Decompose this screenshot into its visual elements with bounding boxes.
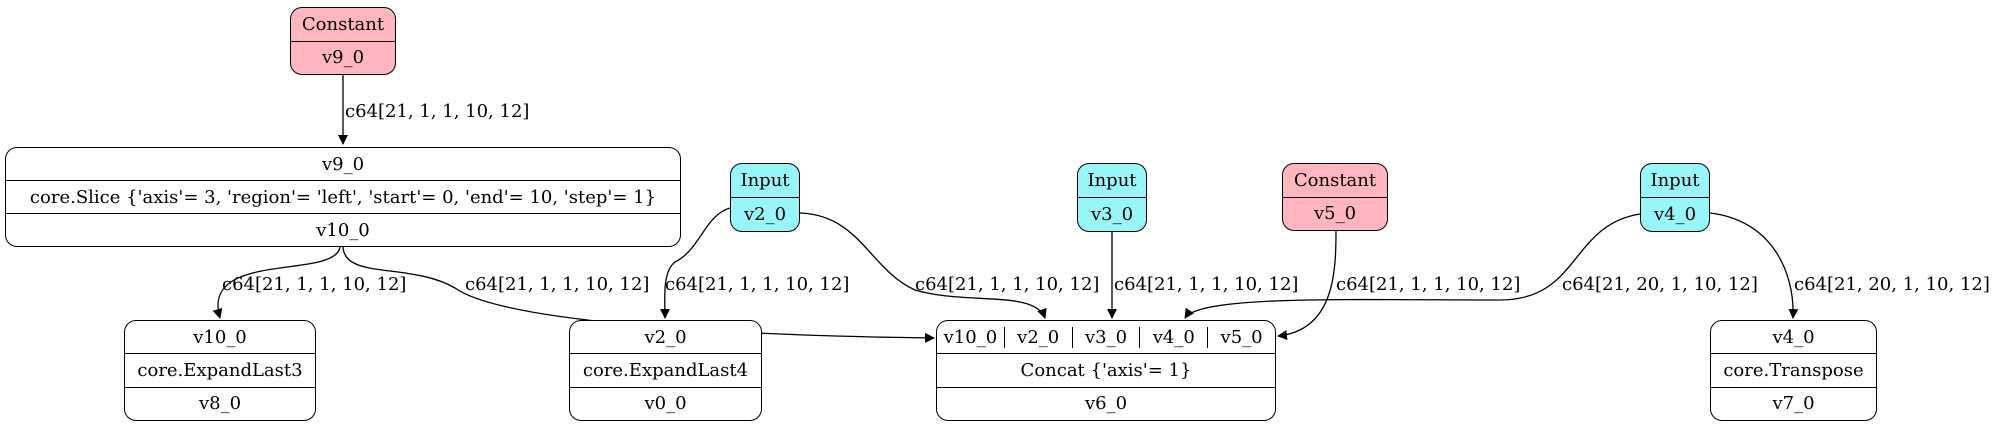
edge-label-constant-to-slice: c64[21, 1, 1, 10, 12]: [345, 101, 529, 122]
edge-slice-to-concat: [342, 246, 935, 343]
node-op-label: core.ExpandLast3: [125, 353, 315, 386]
node-kind: Input: [1650, 170, 1700, 191]
node-kind: Input: [740, 170, 790, 191]
node-op-label: core.Slice {'axis'= 3, 'region'= 'left',…: [6, 180, 680, 213]
edge-slice-to-expandlast3: [212, 246, 341, 319]
input-node-v3[interactable]: Input v3_0: [1077, 163, 1147, 232]
node-output-name: v4_0: [1641, 197, 1709, 231]
edge-label-slice-to-concat: c64[21, 1, 1, 10, 12]: [465, 274, 649, 295]
input-node-v4[interactable]: Input v4_0: [1640, 163, 1710, 232]
concat-op-node[interactable]: v10_0 v2_0 v3_0 v4_0 v5_0 Concat {'axis'…: [936, 320, 1276, 421]
edge-label-v4-to-transpose: c64[21, 20, 1, 10, 12]: [1794, 274, 1990, 295]
node-output-port: v10_0: [6, 213, 680, 246]
node-output-port: v6_0: [937, 386, 1275, 420]
concat-port-v3: v3_0: [1071, 326, 1140, 348]
edge-v4-to-concat: [1184, 213, 1641, 319]
node-output-name: v9_0: [291, 40, 395, 75]
node-kind: Input: [1087, 170, 1137, 191]
constant-node-v9[interactable]: Constant v9_0: [290, 7, 396, 75]
node-output-name: v2_0: [731, 197, 799, 231]
transpose-op-node[interactable]: v4_0 core.Transpose v7_0: [1710, 320, 1877, 421]
slice-op-node[interactable]: v9_0 core.Slice {'axis'= 3, 'region'= 'l…: [5, 147, 681, 247]
concat-port-v4: v4_0: [1139, 326, 1207, 348]
node-input-port: v10_0: [193, 326, 247, 348]
edge-v4-to-transpose: [1709, 212, 1799, 319]
node-input-port: v2_0: [644, 326, 687, 348]
edge-label-slice-to-expandlast3: c64[21, 1, 1, 10, 12]: [222, 274, 406, 295]
edge-label-v3-to-concat: c64[21, 1, 1, 10, 12]: [1114, 274, 1298, 295]
concat-port-v5: v5_0: [1207, 326, 1275, 348]
node-input-port: v9_0: [321, 153, 365, 175]
expandlast3-op-node[interactable]: v10_0 core.ExpandLast3 v8_0: [124, 320, 316, 421]
edge-label-v2-to-expandlast4: c64[21, 1, 1, 10, 12]: [665, 274, 849, 295]
edge-v2-to-expandlast4: [659, 207, 731, 319]
edge-label-v4-to-concat: c64[21, 20, 1, 10, 12]: [1562, 274, 1758, 295]
node-output-name: v3_0: [1078, 197, 1146, 231]
node-kind: Constant: [301, 13, 385, 35]
expandlast4-op-node[interactable]: v2_0 core.ExpandLast4 v0_0: [569, 320, 762, 421]
node-output-name: v5_0: [1283, 196, 1387, 231]
input-node-v2[interactable]: Input v2_0: [730, 163, 800, 232]
edge-v2-to-concat: [799, 212, 1047, 319]
node-input-port: v4_0: [1772, 326, 1815, 348]
node-output-port: v7_0: [1711, 386, 1876, 420]
edge-label-v2-to-concat: c64[21, 1, 1, 10, 12]: [915, 274, 1099, 295]
concat-port-v10: v10_0: [943, 326, 998, 348]
edge-v5-to-concat: [1277, 229, 1337, 341]
concat-port-v2: v2_0: [1003, 326, 1072, 348]
node-kind: Constant: [1293, 169, 1377, 191]
edge-label-v5-to-concat: c64[21, 1, 1, 10, 12]: [1336, 274, 1520, 295]
node-output-port: v0_0: [570, 386, 761, 420]
constant-node-v5[interactable]: Constant v5_0: [1282, 163, 1388, 231]
node-op-label: Concat {'axis'= 1}: [937, 353, 1275, 386]
node-op-label: core.Transpose: [1711, 353, 1876, 386]
node-op-label: core.ExpandLast4: [570, 353, 761, 386]
node-output-port: v8_0: [125, 386, 315, 420]
concat-input-ports: v10_0 v2_0 v3_0 v4_0 v5_0: [937, 321, 1275, 353]
